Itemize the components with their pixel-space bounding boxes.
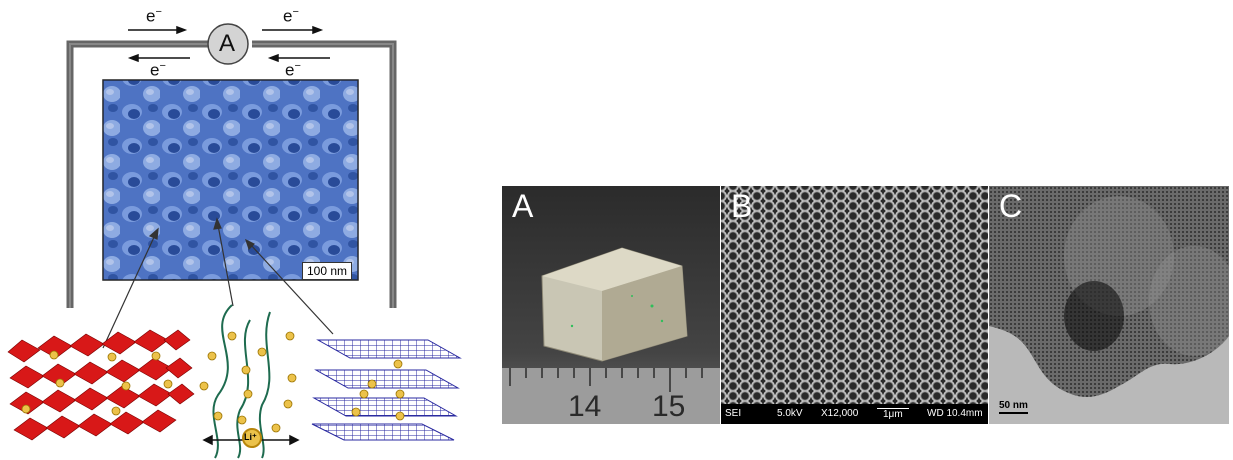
cathode-crystal	[7, 329, 195, 441]
panel-b-sem: B SEI 5.0kV X12,000 1μm WD 10.4mm	[721, 186, 988, 424]
panel-b-label: B	[731, 188, 753, 224]
ruler-number-15: 15	[652, 390, 686, 423]
anode-graphite	[311, 339, 462, 441]
sem-mode: SEI	[725, 408, 742, 419]
sem-voltage: 5.0kV	[777, 408, 803, 419]
sem-pore-layer	[721, 186, 988, 424]
sem-magnification: X12,000	[821, 408, 859, 419]
sem-image	[102, 79, 359, 281]
panel-a-photo: 14 15 A	[502, 186, 720, 424]
sem-working-distance: WD 10.4mm	[927, 408, 983, 419]
electron-label-bottom-left: e−	[150, 60, 166, 80]
electrolyte	[199, 304, 300, 459]
tem-particles	[989, 186, 1229, 398]
panel-c-label: C	[999, 188, 1023, 224]
tem-scale-label: 50 nm	[999, 400, 1028, 414]
electron-label-top-left: e−	[146, 6, 162, 26]
sem-scale-label: 100 nm	[302, 262, 353, 280]
circuit-frame	[66, 40, 397, 308]
ruler-number-14: 14	[568, 390, 602, 423]
electron-label-bottom-right: e−	[285, 60, 301, 80]
monolith-sample	[502, 247, 720, 424]
electron-label-top-right: e−	[283, 6, 299, 26]
ammeter-circle	[207, 23, 249, 65]
ammeter-label: A	[219, 30, 236, 57]
panel-a-label: A	[512, 188, 534, 224]
sem-scale: 1μm	[877, 408, 909, 420]
sem-info-bar: SEI 5.0kV X12,000 1μm WD 10.4mm	[721, 404, 988, 424]
pointer-lines	[102, 217, 334, 349]
panel-c-tem: C 50 nm	[989, 186, 1229, 424]
ruler-ticks	[509, 368, 703, 392]
electron-arrows	[127, 25, 330, 63]
battery-schematic	[7, 23, 462, 459]
lithium-ion-label: Li⁺	[244, 432, 257, 442]
